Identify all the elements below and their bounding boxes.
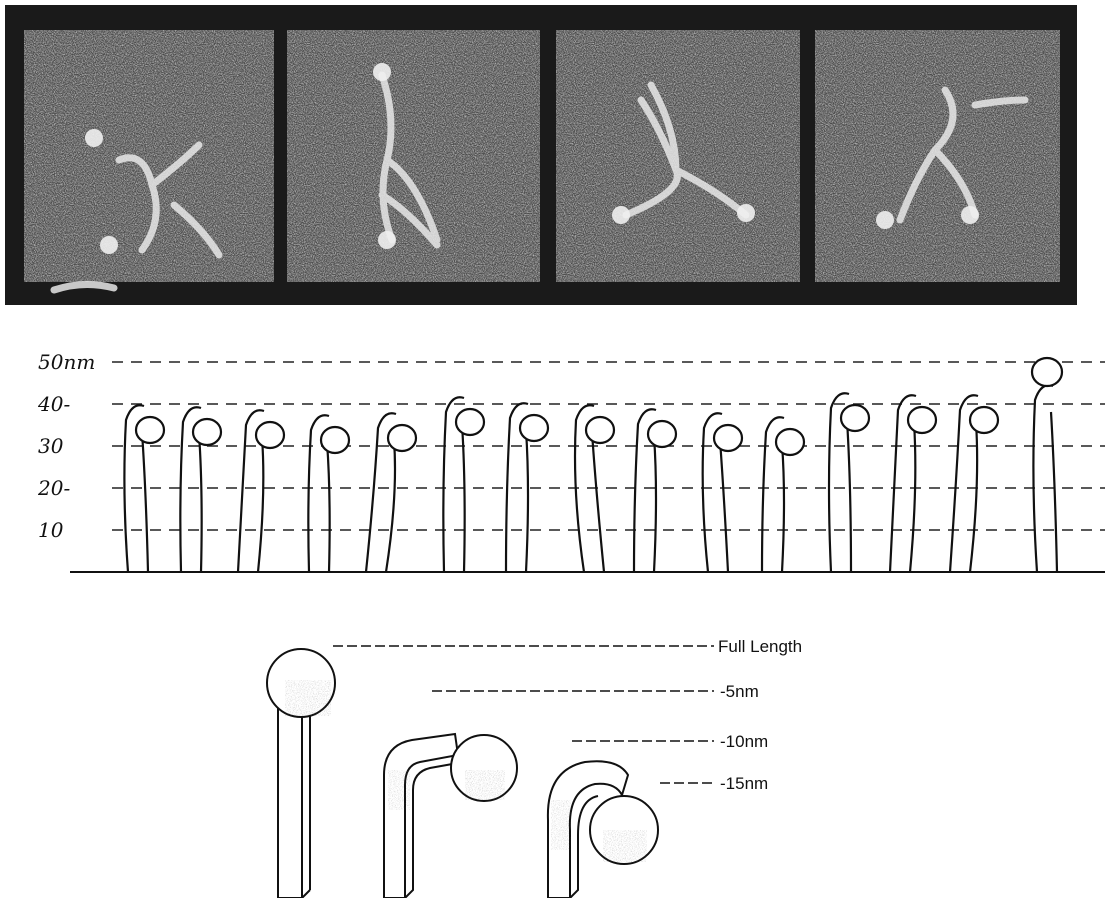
micrograph-panel-3 xyxy=(556,30,800,282)
molecule-head-blob xyxy=(378,231,396,249)
traced-molecule xyxy=(950,395,998,572)
molecule-head-blob xyxy=(737,204,755,222)
molecule-head xyxy=(1032,358,1062,386)
molecule-stalk-right xyxy=(327,442,330,572)
molecule-stalk-right xyxy=(526,430,528,572)
y-tick-label: 10 xyxy=(38,518,64,542)
hooked-rod-stipple xyxy=(603,830,647,862)
molecule-stalk-right xyxy=(199,434,202,572)
molecule-stalk-right xyxy=(462,424,465,572)
molecule-stalk-right xyxy=(970,422,977,572)
molecule-stalk-right xyxy=(142,432,148,572)
bent-rod-stipple xyxy=(465,770,505,800)
molecule-stalk-right xyxy=(720,440,728,572)
molecule-head xyxy=(193,419,221,445)
molecule-stalk-right xyxy=(847,420,851,572)
molecule-head-blob xyxy=(612,206,630,224)
traced-molecule xyxy=(703,413,742,572)
molecule-stalk-right xyxy=(258,437,263,572)
molecule-head xyxy=(256,422,284,448)
molecule-head-blob xyxy=(373,63,391,81)
molecule-stalk-right xyxy=(782,444,784,572)
y-tick-label: 40- xyxy=(37,392,70,416)
model-level-label: -15nm xyxy=(720,774,768,793)
micrograph-grain xyxy=(287,30,540,282)
model-level-label: Full Length xyxy=(718,637,802,656)
traced-molecule xyxy=(829,393,869,572)
straight-rod-foot xyxy=(302,890,310,898)
straight-rod-stipple xyxy=(285,680,331,716)
molecule-head xyxy=(388,425,416,451)
model-bent-rod xyxy=(384,734,517,898)
traced-molecule xyxy=(366,413,416,572)
traced-molecule xyxy=(890,395,936,572)
model-hooked-rod xyxy=(548,761,658,898)
molecule-stalk-right xyxy=(1051,412,1057,572)
molecule-head xyxy=(776,429,804,455)
molecule-head xyxy=(520,415,548,441)
molecule-head xyxy=(908,407,936,433)
molecule-stalk-right xyxy=(654,436,656,572)
traced-molecule xyxy=(1032,358,1062,572)
traced-molecule xyxy=(634,409,676,572)
bent-rod-body xyxy=(384,734,458,898)
hooked-rod-stipple-2 xyxy=(551,800,571,850)
traced-molecule xyxy=(180,407,221,572)
model-level-label: -10nm xyxy=(720,732,768,751)
molecule-head xyxy=(321,427,349,453)
y-tick-label: 20- xyxy=(37,476,70,500)
micrograph-panel-2 xyxy=(287,30,540,282)
molecule-head xyxy=(586,417,614,443)
molecule-stalk-right xyxy=(910,422,915,572)
micrograph-panel-4 xyxy=(815,30,1060,282)
traced-molecule xyxy=(238,410,284,572)
bent-rod-side xyxy=(405,763,458,898)
molecule-head xyxy=(648,421,676,447)
micrograph-panel-1 xyxy=(24,30,274,290)
y-tick-label: 30 xyxy=(38,434,64,458)
molecule-head xyxy=(841,405,869,431)
bent-rod-stipple-2 xyxy=(388,770,410,810)
molecule-head xyxy=(456,409,484,435)
model-level-label: -5nm xyxy=(720,682,759,701)
model-straight-rod xyxy=(267,649,335,898)
molecule-head-blob xyxy=(961,206,979,224)
molecule-head-blob xyxy=(876,211,894,229)
molecule-head xyxy=(714,425,742,451)
molecule-head xyxy=(136,417,164,443)
traced-molecule xyxy=(443,397,484,572)
molecule-stalk-right xyxy=(386,440,395,572)
traced-molecule xyxy=(762,417,804,572)
molecule-stalk-right xyxy=(592,432,604,572)
molecule-head xyxy=(970,407,998,433)
model-diagram: Full Length -5nm -10nm -15nm xyxy=(267,637,802,898)
straight-rod-body xyxy=(278,688,310,898)
y-tick-label: 50nm xyxy=(38,350,95,374)
height-plot: 50nm 40- 30 20- 10 xyxy=(37,350,1105,572)
traced-molecule xyxy=(308,415,349,572)
micrograph-strip xyxy=(5,5,1077,305)
molecule-head-blob xyxy=(100,236,118,254)
molecule-head-blob xyxy=(85,129,103,147)
